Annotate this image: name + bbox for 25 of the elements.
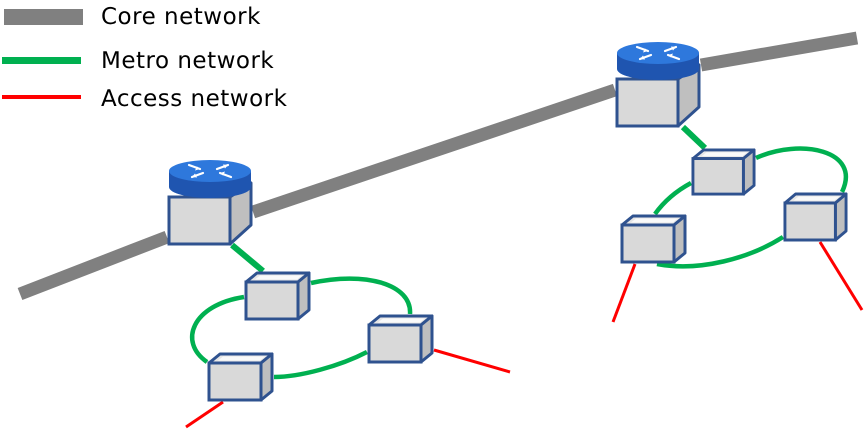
link-line: [653, 181, 692, 216]
switch-icon: [367, 314, 434, 364]
link-line: [18, 230, 170, 300]
link-line: [190, 294, 244, 364]
switch-icon: [244, 271, 311, 321]
link-line: [185, 400, 224, 428]
link-line: [230, 242, 265, 274]
link-line: [818, 241, 864, 311]
router-icon: [167, 158, 253, 246]
link-line: [250, 84, 618, 218]
switch-icon: [207, 352, 274, 402]
legend-label: Metro network: [101, 48, 274, 74]
legend-label: Access network: [101, 86, 288, 112]
router-icon: [615, 40, 701, 128]
link-line: [755, 146, 848, 193]
link-line: [612, 263, 636, 323]
switch-icon: [783, 192, 848, 242]
link-line: [310, 276, 412, 314]
link-line: [656, 235, 784, 268]
link-line: [680, 124, 708, 150]
switch-icon: [620, 214, 687, 264]
link-line: [434, 348, 510, 374]
legend-label: Core network: [101, 4, 261, 30]
switch-icon: [691, 148, 756, 196]
link-line: [700, 32, 858, 72]
